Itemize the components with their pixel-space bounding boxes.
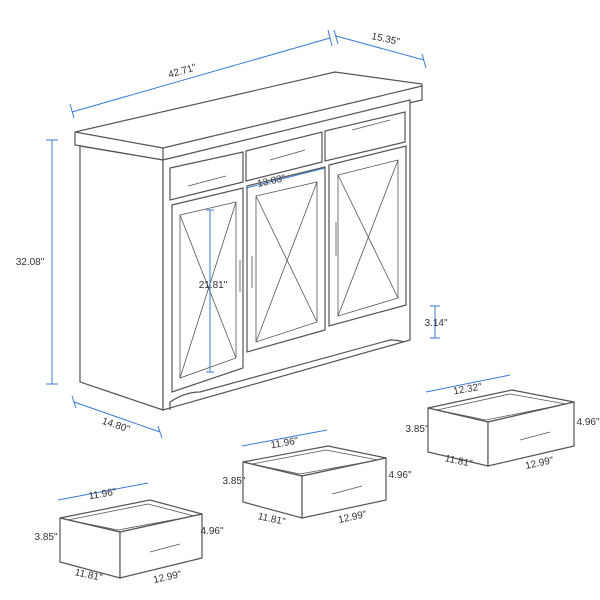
drawer-front-right[interactable] xyxy=(324,111,406,162)
drawer-handle-left[interactable] xyxy=(187,175,227,187)
cabinet-side-panel xyxy=(79,145,164,411)
door-height-label: 21.81" xyxy=(199,280,228,291)
drawer-1-depth: 12.99" xyxy=(152,569,183,586)
drawer-2-depth: 12.99" xyxy=(337,509,368,526)
drawer-2-top-width: 11.96" xyxy=(270,436,300,452)
drawer-2-inner-depth: 11.81" xyxy=(257,511,287,528)
drawer-3-inner-height: 3.85" xyxy=(405,424,428,435)
drawer-3-height: 4.96" xyxy=(576,417,599,428)
door-middle[interactable] xyxy=(246,166,326,353)
drawer-row xyxy=(169,111,406,201)
width-label: 42.71" xyxy=(167,62,198,81)
cabinet xyxy=(74,71,423,411)
drawer-handle-middle[interactable] xyxy=(269,149,306,161)
drawer-handle-right[interactable] xyxy=(351,119,391,131)
drawer-3-top-width: 12.32" xyxy=(453,382,483,398)
drawer-front-left[interactable] xyxy=(169,151,244,201)
drawer-2: 11.96" 3.85" 4.96" 11.81" 12.99" xyxy=(222,429,412,528)
cabinet-top xyxy=(74,71,423,161)
cabinet-dimensions: 42.71" 15.35" 32.08" 14.80" 13.03" 21.81… xyxy=(16,29,448,439)
toe-kick-label: 3.14" xyxy=(424,318,447,329)
drawer-2-inner-height: 3.85" xyxy=(222,476,245,487)
drawer-3: 12.32" 3.85" 4.96" 11.81" 12.99" xyxy=(405,374,600,472)
drawer-1: 11.96" 3.85" 4.96" 11.81" 12.99" xyxy=(34,482,224,586)
doors xyxy=(171,145,407,393)
drawer-3-depth: 12.99" xyxy=(524,455,555,472)
depth-base-label: 14.80" xyxy=(100,416,131,435)
drawer-front-middle[interactable] xyxy=(245,131,323,182)
height-label: 32.08" xyxy=(16,257,45,268)
depth-top-label: 15.35" xyxy=(370,31,401,48)
drawer-1-top-width: 11.96" xyxy=(88,487,118,503)
drawer-2-height: 4.96" xyxy=(388,470,411,481)
drawer-1-inner-height: 3.85" xyxy=(34,532,57,543)
drawer-1-height: 4.96" xyxy=(200,526,223,537)
